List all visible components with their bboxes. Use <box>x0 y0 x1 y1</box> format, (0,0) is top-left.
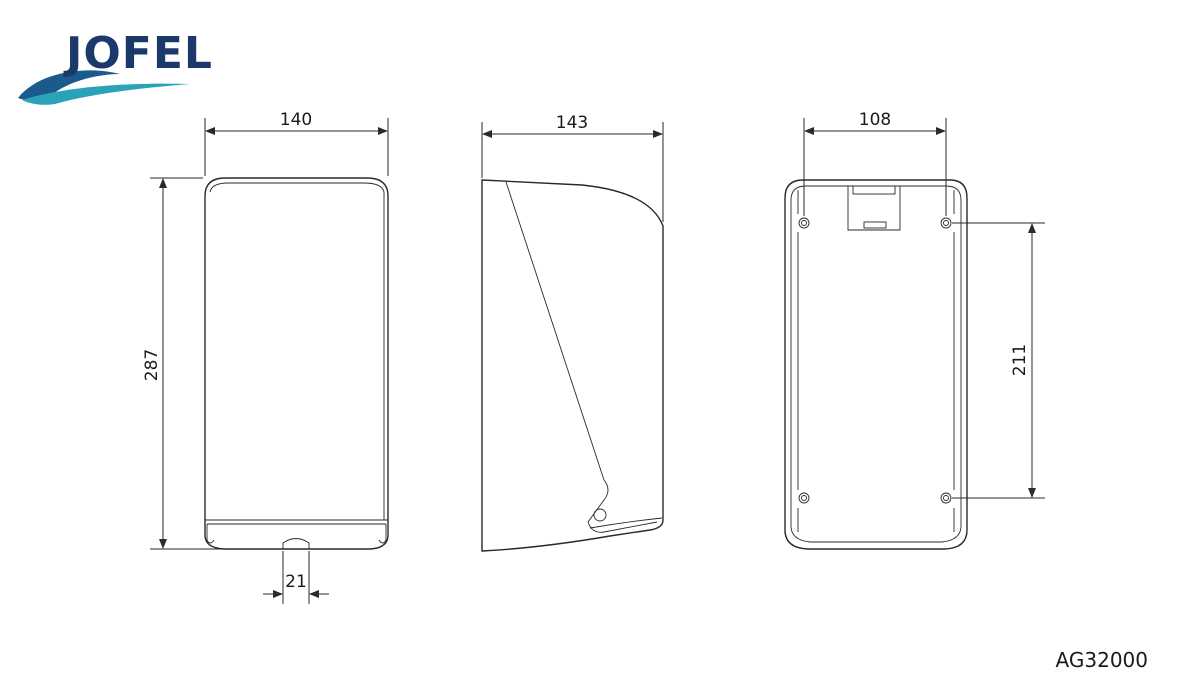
back-view-top-bracket <box>847 186 901 231</box>
back-view-bottom-slot <box>863 221 887 229</box>
side-view <box>481 179 664 552</box>
side-view-hinge <box>593 508 607 522</box>
mounting-hole-top-left <box>798 217 810 229</box>
front-view-body <box>204 177 389 550</box>
side-depth-dimension: 143 <box>481 113 664 222</box>
mounting-hole-bottom-left <box>798 492 810 504</box>
front-view-right-clip <box>378 524 387 544</box>
back-view-top-slot <box>852 185 896 195</box>
front-height-label: 287 <box>142 349 162 381</box>
front-outlet-dimension: 21 <box>263 551 329 604</box>
mounting-hole-bottom-right <box>940 492 952 504</box>
front-view-inner-edge <box>209 182 385 520</box>
side-view-front-edge <box>505 181 658 533</box>
back-view <box>784 179 968 550</box>
side-view-lower-curve <box>589 517 663 529</box>
jofel-logo: JOFEL <box>18 28 213 105</box>
front-width-label: 140 <box>280 110 312 130</box>
back-vertical-label: 211 <box>1010 344 1030 376</box>
logo-wave-dark <box>18 70 120 101</box>
side-view-body <box>481 179 664 552</box>
logo-wave-light <box>22 83 190 105</box>
back-horizontal-label: 108 <box>859 110 891 130</box>
mounting-hole-top-right <box>940 217 952 229</box>
front-outlet-label: 21 <box>285 572 307 592</box>
logo-text: JOFEL <box>63 28 213 79</box>
back-horizontal-dimension: 108 <box>803 110 947 216</box>
back-view-body <box>784 179 968 550</box>
front-height-dimension: 287 <box>142 177 222 550</box>
back-vertical-dimension: 211 <box>952 222 1045 499</box>
front-view-left-clip <box>206 524 215 544</box>
back-view-inner-rim <box>790 185 962 543</box>
side-depth-label: 143 <box>556 113 588 133</box>
front-view <box>204 177 389 550</box>
product-reference-code: AG32000 <box>1056 648 1148 672</box>
front-width-dimension: 140 <box>204 110 389 176</box>
front-view-outlet <box>282 538 310 549</box>
